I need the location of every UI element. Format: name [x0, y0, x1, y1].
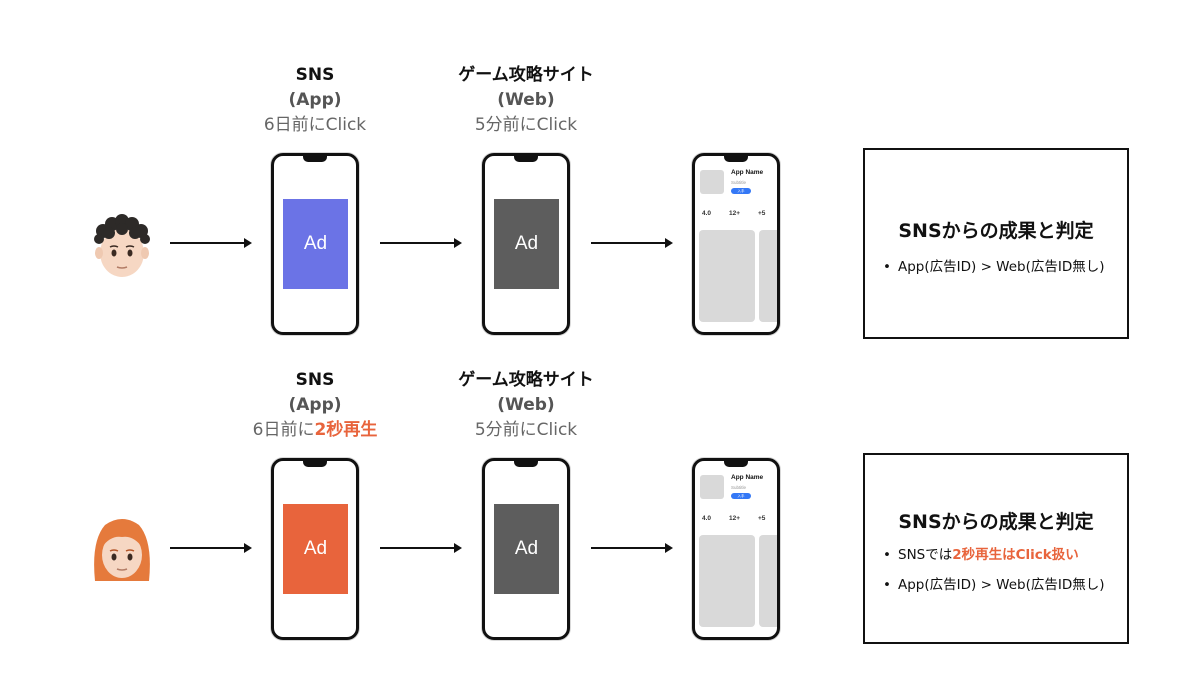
row1-result-box: SNSからの成果と判定 App(広告ID) > Web(広告ID無し) [863, 148, 1129, 339]
app-name: App Name [731, 169, 764, 176]
row1-web-ad[interactable]: Ad [494, 199, 559, 289]
row1-store-phone: App Name Subtitle 入手 4.0 12+ +5 [692, 153, 780, 335]
row2-arrow-2 [380, 543, 462, 553]
app-age: 12+ [729, 210, 741, 217]
phone-notch [514, 155, 538, 162]
woman-avatar-icon [94, 519, 150, 581]
app-get-button[interactable]: 入手 [731, 188, 751, 194]
row2-web-type: (Web) [497, 395, 555, 415]
row2-arrow-1 [170, 543, 252, 553]
row2-result-bullet-1: SNSでは2秒再生はClick扱い [883, 545, 1105, 565]
app-get-button[interactable]: 入手 [731, 493, 751, 499]
row1-web-title: ゲーム攻略サイト [458, 65, 594, 85]
row1-web-phone: Ad [482, 153, 570, 335]
row1-sns-phone: Ad [271, 153, 359, 335]
row2-bullet1-prefix: SNSでは [898, 547, 953, 563]
row1-result-bullet: App(広告ID) > Web(広告ID無し) [883, 257, 1105, 277]
row2-sns-phone: Ad [271, 458, 359, 640]
row2-web-phone: Ad [482, 458, 570, 640]
app-extra: +5 [758, 210, 766, 217]
app-screenshot-1 [699, 535, 755, 627]
row2-web-title: ゲーム攻略サイト [458, 370, 594, 390]
app-extra: +5 [758, 515, 766, 522]
row1-web-label: ゲーム攻略サイト (Web) 5分前にClick [426, 63, 626, 138]
phone-notch [724, 156, 748, 162]
row2-web-label: ゲーム攻略サイト (Web) 5分前にClick [426, 368, 626, 443]
phone-notch [724, 461, 748, 467]
row2-sns-ad[interactable]: Ad [283, 504, 348, 594]
row1-sns-title: SNS [295, 65, 335, 85]
row1-arrow-3 [591, 238, 673, 248]
row2-result-title: SNSからの成果と判定 [898, 511, 1094, 533]
app-rating: 4.0 [702, 515, 712, 522]
phone-notch [303, 155, 327, 162]
row2-web-time: 5分前にClick [474, 420, 578, 440]
row2-web-ad[interactable]: Ad [494, 504, 559, 594]
row1-sns-time: 6日前にClick [263, 115, 367, 135]
app-icon-placeholder [700, 170, 724, 194]
row1-web-type: (Web) [497, 90, 555, 110]
row2-result-list: SNSでは2秒再生はClick扱い App(広告ID) > Web(広告ID無し… [883, 545, 1105, 605]
row2-sns-time-highlight: 2秒再生 [314, 420, 378, 440]
app-screenshot-1 [699, 230, 755, 322]
man-avatar-icon [94, 214, 150, 277]
row1-sns-type: (App) [288, 90, 342, 110]
row2-arrow-3 [591, 543, 673, 553]
app-screenshot-2 [759, 230, 777, 322]
app-age: 12+ [729, 515, 741, 522]
row1-result-title: SNSからの成果と判定 [898, 220, 1094, 242]
row2-sns-time-prefix: 6日前に [252, 420, 315, 440]
row1-sns-label: SNS (App) 6日前にClick [215, 63, 415, 138]
row1-arrow-2 [380, 238, 462, 248]
row2-store-phone: App Name Subtitle 入手 4.0 12+ +5 [692, 458, 780, 640]
phone-notch [303, 460, 327, 467]
row1-web-time: 5分前にClick [474, 115, 578, 135]
row1-result-list: App(広告ID) > Web(広告ID無し) [883, 257, 1105, 287]
app-subtitle: Subtitle [731, 485, 747, 490]
row2-bullet1-highlight: 2秒再生はClick扱い [952, 547, 1079, 563]
app-icon-placeholder [700, 475, 724, 499]
app-rating: 4.0 [702, 210, 712, 217]
row2-sns-label: SNS (App) 6日前に2秒再生 [215, 368, 415, 443]
row2-sns-title: SNS [295, 370, 335, 390]
row2-sns-type: (App) [288, 395, 342, 415]
row2-sns-time: 6日前に2秒再生 [215, 418, 415, 443]
phone-notch [514, 460, 538, 467]
row2-result-bullet-2: App(広告ID) > Web(広告ID無し) [883, 575, 1105, 595]
app-name: App Name [731, 474, 764, 481]
row1-sns-ad[interactable]: Ad [283, 199, 348, 289]
row1-arrow-1 [170, 238, 252, 248]
row2-result-box: SNSからの成果と判定 SNSでは2秒再生はClick扱い App(広告ID) … [863, 453, 1129, 644]
app-screenshot-2 [759, 535, 777, 627]
app-subtitle: Subtitle [731, 180, 747, 185]
